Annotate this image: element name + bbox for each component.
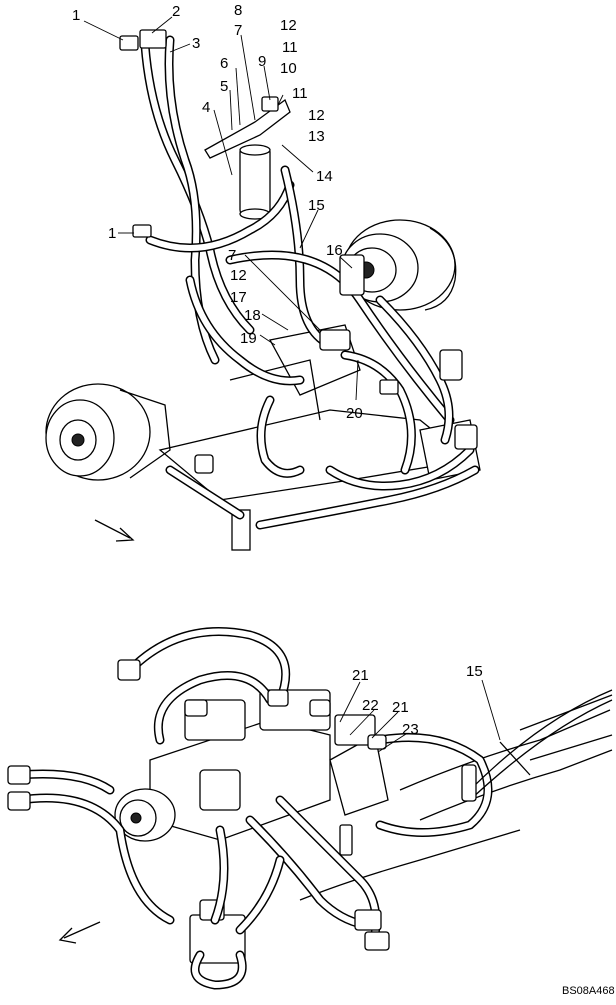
callout: 11 (282, 39, 298, 56)
top-hose-assembly-illustration: 1 2 3 8 7 6 5 4 9 12 11 10 11 12 13 14 1… (45, 2, 481, 551)
callout: 23 (402, 721, 419, 738)
callout: 6 (220, 55, 228, 72)
callout: 18 (244, 307, 261, 324)
callout: 7 (234, 22, 242, 39)
callout: 15 (466, 663, 483, 680)
bottom-leader-lines (339, 679, 501, 753)
forward-arrow-icon (58, 921, 101, 944)
callout: 19 (240, 330, 257, 347)
callout: 5 (220, 78, 228, 95)
top-fittings (119, 29, 478, 474)
callout: 15 (308, 197, 325, 214)
callout: 4 (202, 99, 210, 116)
callout: 14 (316, 168, 333, 185)
callout: 10 (280, 60, 297, 77)
callout: 20 (346, 405, 363, 422)
callout: 1 (108, 225, 116, 242)
top-hoses (140, 35, 480, 530)
top-callouts: 1 2 3 8 7 6 5 4 9 12 11 10 11 12 13 14 1… (72, 2, 363, 422)
hose-15 (469, 689, 613, 801)
callout: 1 (72, 7, 80, 24)
callout: 3 (192, 35, 200, 52)
bracket-plate (329, 714, 389, 816)
callout: 2 (172, 3, 180, 20)
top-leader-lines (83, 16, 359, 401)
callout: 13 (308, 128, 325, 145)
callout: 21 (392, 699, 409, 716)
callout: 7 (228, 247, 236, 264)
callout: 12 (308, 107, 325, 124)
drawing-code: BS08A468 (562, 985, 615, 997)
callout: 9 (258, 53, 266, 70)
forward-arrow-icon (94, 519, 135, 542)
bottom-callouts: 15 21 22 21 23 (352, 663, 483, 738)
bottom-pump-assembly-illustration: 15 21 22 21 23 (7, 627, 613, 990)
callout: 12 (280, 17, 297, 34)
callout: 8 (234, 2, 242, 19)
callout: 21 (352, 667, 369, 684)
callout: 12 (230, 267, 247, 284)
callout: 17 (230, 289, 247, 306)
filter-canister (204, 98, 291, 220)
callout: 16 (326, 242, 343, 259)
callout: 22 (362, 697, 379, 714)
left-wheel-motor (45, 383, 171, 481)
callout: 11 (292, 85, 308, 102)
bottom-fittings (7, 659, 477, 951)
